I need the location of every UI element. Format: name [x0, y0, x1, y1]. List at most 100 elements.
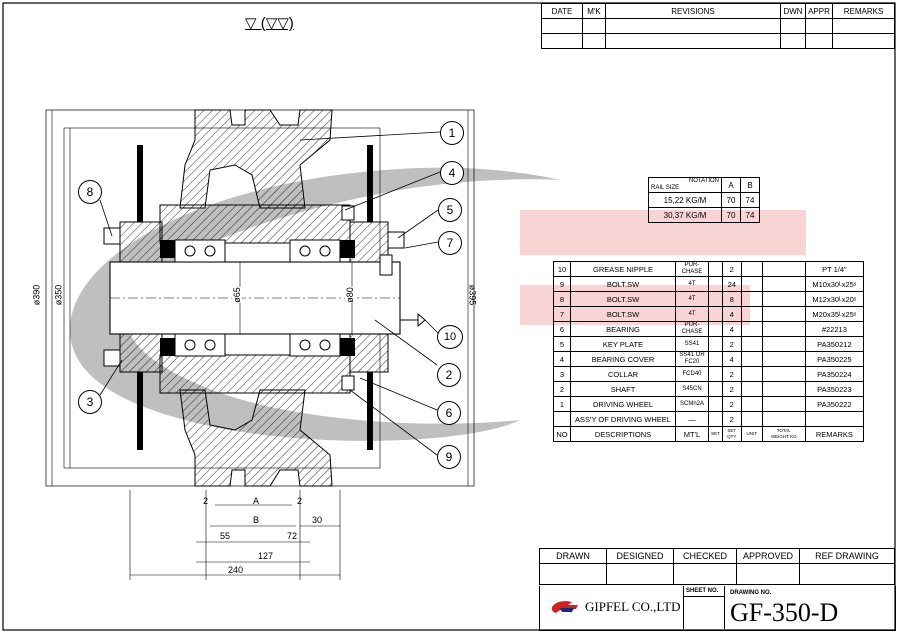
parts-unit	[740, 291, 763, 307]
parts-header-qty: QTY	[727, 434, 737, 439]
rail-notation-label: NOTATION	[688, 178, 719, 185]
dim-55: 55	[220, 531, 231, 541]
sheet-no-label: SHEET NO.	[684, 586, 724, 597]
parts-qty: 8	[721, 291, 742, 307]
rev-header-revisions: REVISIONS	[605, 3, 781, 19]
parts-remarks: #22213	[804, 321, 865, 337]
tb-header-checked: CHECKED	[673, 548, 737, 564]
parts-set	[708, 366, 723, 382]
dim-240: 240	[228, 565, 244, 575]
parts-no: 6	[553, 321, 571, 337]
parts-mat: SS41 OR FC20	[675, 351, 709, 367]
rail-row-size: 30,37 KG/M	[648, 207, 722, 223]
parts-remarks: PA350212	[804, 336, 865, 352]
parts-no: 1	[553, 396, 571, 412]
parts-remarks: PA350222	[804, 396, 865, 412]
rail-col-a: A	[721, 177, 741, 193]
balloon-9: 9	[437, 445, 461, 469]
tb-header-ref-drawing: REF DRAWING	[799, 548, 895, 564]
sheet-no-cell: SHEET NO.	[683, 586, 725, 629]
leader-lines	[99, 131, 441, 456]
parts-mat: PUR-CHASE	[675, 261, 709, 277]
company-logo: GIPFEL CO.,LTD	[550, 599, 680, 615]
parts-unit	[740, 261, 763, 277]
parts-set	[708, 336, 723, 352]
rev-header-dwn: DWN	[780, 3, 806, 19]
dim-b: B	[253, 515, 260, 525]
tb-header-drawn: DRAWN	[539, 548, 607, 564]
rail-row-a: 70	[721, 192, 741, 208]
rev-header-date: DATE	[541, 3, 583, 19]
parts-unit	[740, 381, 763, 397]
drawing-number: GF-350-D	[730, 598, 839, 627]
parts-remarks: M12x30ᴸx20ˢ	[804, 291, 865, 307]
parts-desc: SHAFT	[570, 381, 676, 397]
dim-2-left: 2	[203, 496, 209, 506]
parts-no: 7	[553, 306, 571, 322]
parts-desc: BOLT.SW	[570, 291, 676, 307]
parts-header-total: TOTAL	[776, 428, 791, 433]
parts-set	[708, 276, 723, 292]
gipfel-logo-icon	[551, 601, 578, 613]
parts-remarks: M20x35ᴸx25ˢ	[804, 306, 865, 322]
balloon-3: 3	[78, 390, 102, 414]
rail-row-size: 15,22 KG/M	[648, 192, 722, 208]
parts-header-mtl: MT'L	[675, 426, 709, 442]
dim-d395: ø395	[467, 284, 478, 306]
parts-desc: BOLT.SW	[570, 276, 676, 292]
parts-desc: COLLAR	[570, 366, 676, 382]
parts-qty: 24	[721, 276, 742, 292]
assy-set: 2	[721, 411, 742, 427]
parts-unit	[740, 396, 763, 412]
revisions-table: DATE M'K REVISIONS DWN APPR REMARKS	[541, 3, 895, 49]
balloon-1: 1	[440, 121, 464, 145]
assy-mat: —	[675, 411, 709, 427]
parts-remarks: PA350224	[804, 366, 865, 382]
dim-30: 30	[312, 515, 323, 525]
balloon-5: 5	[438, 198, 462, 222]
driving-wheel-section	[103, 109, 426, 487]
parts-remarks: M10x30ᴸx25ˢ	[804, 276, 865, 292]
parts-mat: FCD40	[675, 366, 709, 382]
parts-set	[708, 351, 723, 367]
parts-no: 10	[553, 261, 571, 277]
parts-unit	[740, 336, 763, 352]
parts-remarks: PA350225	[804, 351, 865, 367]
dim-d390: ø390	[31, 284, 42, 306]
parts-total	[761, 396, 806, 412]
parts-no: 9	[553, 276, 571, 292]
parts-qty: 2	[721, 261, 742, 277]
parts-set	[708, 261, 723, 277]
title-block: DRAWN DESIGNED CHECKED APPROVED REF DRAW…	[539, 548, 895, 585]
parts-total	[761, 291, 806, 307]
balloon-10: 10	[437, 325, 463, 349]
parts-qty: 4	[721, 321, 742, 337]
parts-qty: 2	[721, 381, 742, 397]
dim-a: A	[253, 496, 260, 506]
parts-desc: KEY PLATE	[570, 336, 676, 352]
parts-unit	[740, 321, 763, 337]
parts-desc: BEARING	[570, 321, 676, 337]
dim-d80: ø80	[344, 287, 355, 303]
parts-desc: BOLT.SW	[570, 306, 676, 322]
parts-set	[708, 321, 723, 337]
parts-set	[708, 306, 723, 322]
parts-total	[761, 261, 806, 277]
balloon-4: 4	[440, 161, 464, 185]
dim-2-right: 2	[297, 496, 303, 506]
rail-row-b: 74	[740, 192, 760, 208]
parts-mat: SCMn2A	[675, 396, 709, 412]
rail-row-b: 74	[740, 207, 760, 223]
parts-qty: 2	[721, 366, 742, 382]
parts-desc: DRIVING WHEEL	[570, 396, 676, 412]
